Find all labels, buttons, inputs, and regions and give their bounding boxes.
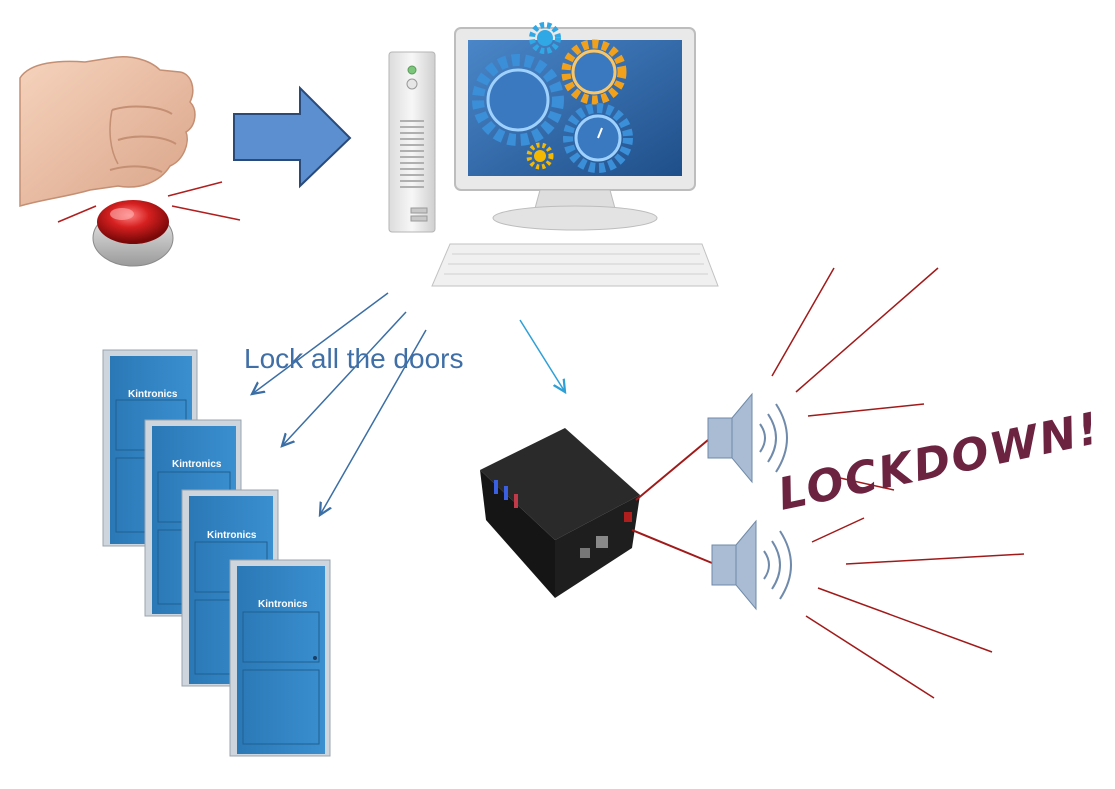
connector-arrows <box>252 292 565 515</box>
gear-icon <box>472 54 564 146</box>
gear-icon <box>529 22 561 54</box>
sound-rays <box>771 267 1025 699</box>
gear-icon <box>526 142 554 170</box>
arrow-right-icon <box>233 85 352 189</box>
door-label: Kintronics <box>207 530 257 541</box>
lockdown-alert-text: LOCKDOWN! <box>774 403 1105 521</box>
door-label: Kintronics <box>128 389 178 400</box>
speaker-icon <box>711 519 792 611</box>
speaker-icon <box>707 392 788 484</box>
gear-icon <box>563 103 633 173</box>
door-icon: Kintronics <box>229 559 331 757</box>
door-label: Kintronics <box>258 599 308 610</box>
door-label: Kintronics <box>172 459 222 470</box>
gear-icon <box>561 39 627 105</box>
speaker-wires <box>631 439 713 564</box>
button-press-lines <box>57 181 241 223</box>
panic-button-icon <box>92 200 174 267</box>
controller-box-icon <box>480 428 640 598</box>
fist-icon <box>19 56 196 208</box>
caption-label: Lock all the doors <box>244 343 463 374</box>
computer-icon <box>388 27 719 287</box>
